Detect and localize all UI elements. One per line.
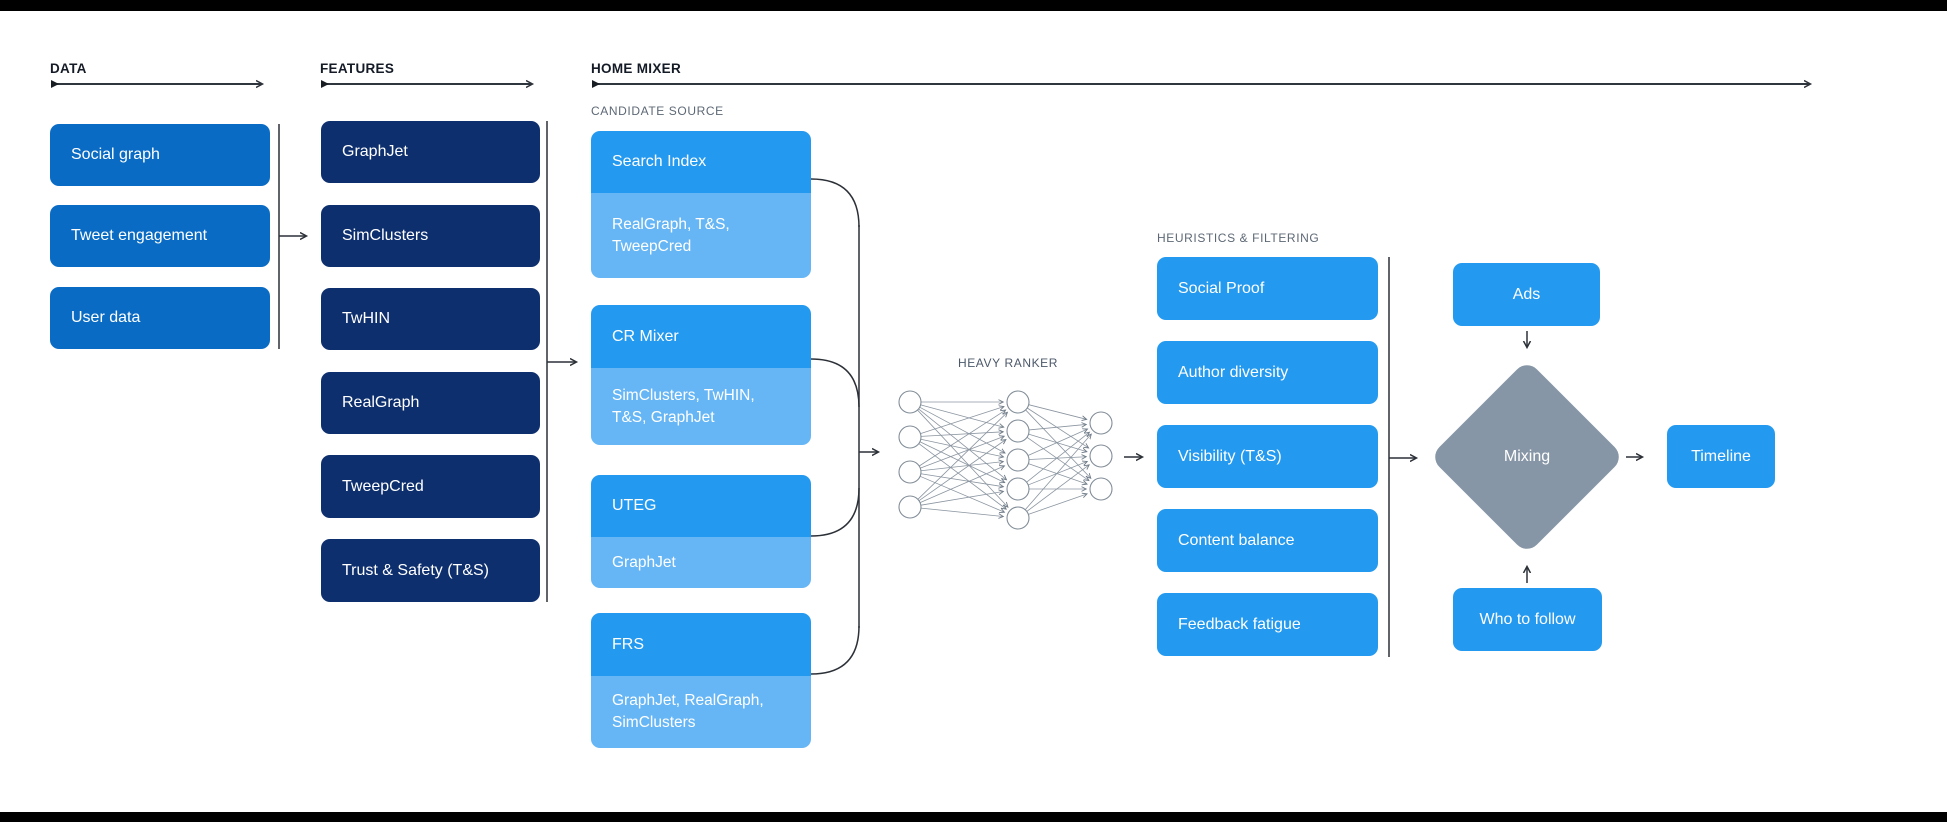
data-card-tweet-engagement: Tweet engagement bbox=[50, 205, 270, 267]
feature-card-tweepcred: TweepCred bbox=[321, 455, 540, 518]
timeline-node: Timeline bbox=[1667, 425, 1775, 488]
section-header-data: DATA bbox=[50, 61, 87, 76]
candidate-card-sources: RealGraph, T&S, TweepCred bbox=[591, 193, 811, 278]
candidate-card-sources: GraphJet, RealGraph, SimClusters bbox=[591, 676, 811, 748]
candidate-card-uteg: UTEG GraphJet bbox=[591, 475, 811, 588]
data-card-user-data: User data bbox=[50, 287, 270, 349]
ads-node: Ads bbox=[1453, 263, 1600, 326]
candidate-card-search-index: Search Index RealGraph, T&S, TweepCred bbox=[591, 131, 811, 278]
candidate-card-sources: SimClusters, TwHIN, T&S, GraphJet bbox=[591, 368, 811, 445]
feature-card-trust-safety: Trust & Safety (T&S) bbox=[321, 539, 540, 602]
feature-card-graphjet: GraphJet bbox=[321, 121, 540, 183]
section-header-home-mixer: HOME MIXER bbox=[591, 61, 682, 76]
candidate-card-frs: FRS GraphJet, RealGraph, SimClusters bbox=[591, 613, 811, 748]
neural-network-diagram bbox=[898, 390, 1113, 530]
section-header-features: FEATURES bbox=[320, 61, 395, 76]
candidate-card-cr-mixer: CR Mixer SimClusters, TwHIN, T&S, GraphJ… bbox=[591, 305, 811, 445]
top-bar bbox=[0, 0, 1947, 11]
who-to-follow-node: Who to follow bbox=[1453, 588, 1602, 651]
candidate-card-title: UTEG bbox=[591, 475, 811, 537]
data-card-social-graph: Social graph bbox=[50, 124, 270, 186]
candidate-card-title: Search Index bbox=[591, 131, 811, 193]
heuristic-card-content-balance: Content balance bbox=[1157, 509, 1378, 572]
candidate-card-sources: GraphJet bbox=[591, 537, 811, 588]
heuristic-card-author-diversity: Author diversity bbox=[1157, 341, 1378, 404]
heavy-ranker-label: HEAVY RANKER bbox=[957, 356, 1059, 370]
feature-card-simclusters: SimClusters bbox=[321, 205, 540, 267]
flow-lines bbox=[278, 121, 1642, 675]
heuristic-card-feedback-fatigue: Feedback fatigue bbox=[1157, 593, 1378, 656]
candidate-card-title: FRS bbox=[591, 613, 811, 676]
feature-card-twhin: TwHIN bbox=[321, 288, 540, 350]
bottom-bar bbox=[0, 812, 1947, 822]
heuristic-card-social-proof: Social Proof bbox=[1157, 257, 1378, 320]
mixing-diamond-label: Mixing bbox=[1503, 448, 1551, 465]
heuristics-filtering-label: HEURISTICS & FILTERING bbox=[1157, 231, 1320, 245]
candidate-card-title: CR Mixer bbox=[591, 305, 811, 368]
heuristic-card-visibility: Visibility (T&S) bbox=[1157, 425, 1378, 488]
feature-card-realgraph: RealGraph bbox=[321, 372, 540, 434]
candidate-source-label: CANDIDATE SOURCE bbox=[591, 104, 724, 118]
